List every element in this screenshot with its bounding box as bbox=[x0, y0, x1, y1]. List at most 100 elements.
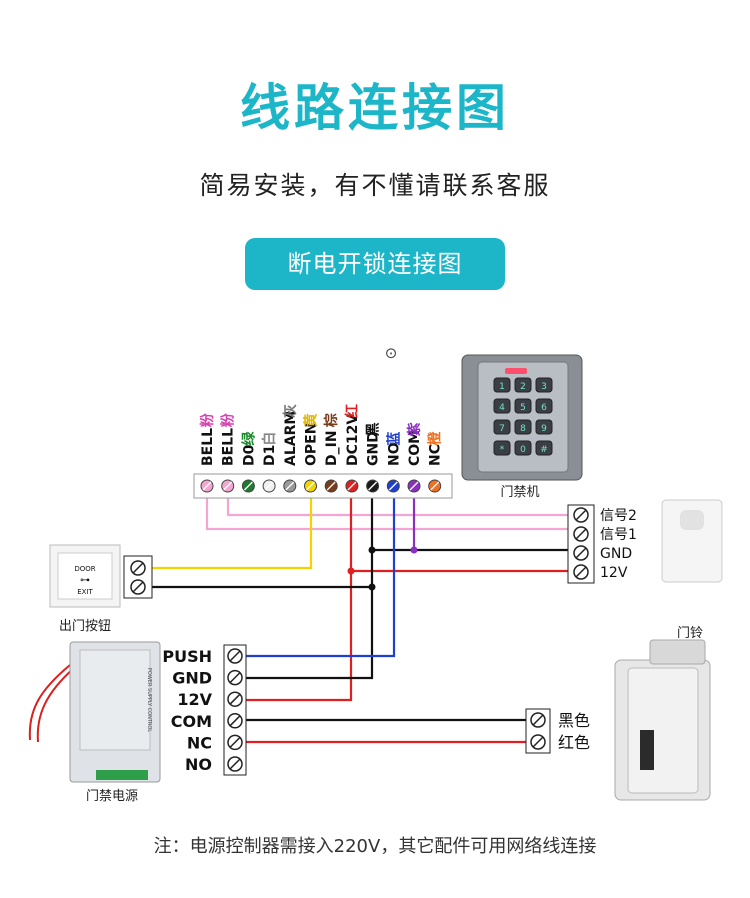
footnote: 注：电源控制器需接入220V，其它配件可用网络线连接 bbox=[153, 836, 597, 857]
terminal-name: DC12V bbox=[345, 414, 361, 466]
wire-bell2 bbox=[226, 498, 576, 517]
exit-button-device: DOOR ⊶ EXIT bbox=[49, 544, 121, 608]
psu-case-text: POWER SUPPLY CONTROL bbox=[146, 668, 152, 732]
psu-terminal-row bbox=[96, 770, 148, 780]
keypad-key: 7 bbox=[493, 419, 511, 435]
svg-text:3: 3 bbox=[541, 382, 547, 392]
terminal-d1 bbox=[262, 479, 276, 493]
terminal-name: BELL bbox=[221, 428, 237, 466]
doorbell-terminal-label: 信号1 bbox=[600, 527, 637, 543]
terminal-alarm bbox=[283, 479, 297, 493]
doorbell-terminal-label: GND bbox=[600, 546, 632, 562]
terminal-d0 bbox=[241, 479, 255, 493]
svg-text:4: 4 bbox=[499, 403, 505, 413]
junction bbox=[368, 583, 376, 591]
wire-gnd-black bbox=[240, 498, 374, 680]
svg-text:9: 9 bbox=[541, 424, 547, 434]
terminal-open bbox=[304, 479, 317, 493]
mains-wire bbox=[36, 667, 75, 743]
keypad-key: 1 bbox=[493, 377, 511, 393]
terminal-com bbox=[407, 479, 421, 493]
keypad-key: 6 bbox=[535, 398, 553, 414]
terminal-name: GND bbox=[366, 431, 382, 466]
exit-button-label: 出门按钮 bbox=[59, 619, 111, 634]
exit-button-text-bottom: EXIT bbox=[77, 588, 93, 596]
terminal-color-label: 棕 bbox=[323, 413, 340, 428]
svg-text:2: 2 bbox=[520, 382, 526, 392]
wire-bell1 bbox=[205, 498, 576, 531]
wires bbox=[152, 498, 576, 744]
psu-terminal-label: 12V bbox=[177, 690, 212, 709]
keypad-key: * bbox=[493, 440, 511, 456]
terminal-label: D0绿 bbox=[240, 431, 257, 466]
keypad-key: 2 bbox=[514, 377, 532, 393]
terminal-color-label: 黄 bbox=[303, 413, 320, 427]
exit-button-face bbox=[57, 552, 113, 600]
terminal-color-label: 黑 bbox=[366, 422, 382, 436]
exit-button-text-top: DOOR bbox=[74, 565, 95, 573]
doorbell-terminal-label: 信号2 bbox=[600, 508, 637, 524]
keypad-indicator bbox=[505, 368, 527, 374]
terminal-name: D0 bbox=[241, 444, 257, 466]
terminal-nc bbox=[428, 479, 442, 493]
terminal-name: D_IN bbox=[324, 430, 340, 466]
lock-front bbox=[627, 667, 699, 794]
terminal-name: OPEN bbox=[304, 423, 320, 466]
doorbell-grill bbox=[680, 510, 704, 530]
terminal-dc12v bbox=[345, 479, 359, 493]
terminal-name: D1 bbox=[262, 445, 278, 466]
wire-no-blue bbox=[240, 498, 396, 658]
terminal-color-label: 粉 bbox=[220, 413, 237, 427]
psu-terminal-label: COM bbox=[171, 712, 212, 731]
terminal-name: NO bbox=[386, 442, 402, 466]
terminal-d-in bbox=[324, 479, 338, 493]
terminal-color-label: 橙 bbox=[427, 431, 444, 446]
section-button[interactable]: 断电开锁连接图 bbox=[245, 238, 505, 290]
terminal-color-label: 灰 bbox=[282, 404, 299, 418]
terminal-gnd bbox=[366, 479, 380, 493]
svg-text:0: 0 bbox=[520, 445, 526, 455]
terminal-no bbox=[386, 479, 400, 493]
wire-dc12v-red bbox=[240, 498, 353, 702]
key-icon: ⊶ bbox=[80, 575, 90, 586]
terminal-color-label: 粉 bbox=[199, 413, 216, 427]
page-title: 线路连接图 bbox=[240, 79, 510, 137]
doorbell-terminal-label: 12V bbox=[600, 565, 628, 581]
psu-terminal-label: NO bbox=[185, 755, 212, 774]
terminal-name: NC bbox=[428, 444, 444, 466]
terminal-bell bbox=[221, 479, 235, 493]
terminal-color-label: 红 bbox=[344, 404, 361, 418]
svg-text:6: 6 bbox=[541, 403, 547, 413]
svg-text:8: 8 bbox=[520, 424, 526, 434]
page-subtitle: 简易安装，有不懂请联系客服 bbox=[199, 171, 551, 200]
keypad-key: 0 bbox=[514, 440, 532, 456]
lock-plate bbox=[649, 639, 706, 665]
power-supply-device: POWER SUPPLY CONTROL bbox=[69, 641, 161, 783]
terminal-label: D_IN 棕 bbox=[323, 413, 340, 466]
keypad-key: 4 bbox=[493, 398, 511, 414]
terminal-color-label: 白 bbox=[261, 432, 278, 446]
chevron-down-icon: ⊙ bbox=[385, 344, 398, 362]
svg-text:5: 5 bbox=[520, 403, 526, 413]
keypad-key: 8 bbox=[514, 419, 532, 435]
doorbell-label: 门铃 bbox=[677, 626, 703, 641]
keypad-key: 9 bbox=[535, 419, 553, 435]
lock-terminal-label: 红色 bbox=[558, 733, 590, 752]
psu-terminal-label: NC bbox=[187, 733, 212, 752]
svg-text:7: 7 bbox=[499, 424, 505, 434]
keypad-key: 5 bbox=[514, 398, 532, 414]
svg-text:*: * bbox=[500, 445, 505, 455]
psu-panel bbox=[79, 649, 151, 751]
svg-text:#: # bbox=[540, 445, 548, 455]
terminal-bell bbox=[200, 479, 214, 493]
terminal-label: NO蓝 bbox=[385, 432, 402, 466]
